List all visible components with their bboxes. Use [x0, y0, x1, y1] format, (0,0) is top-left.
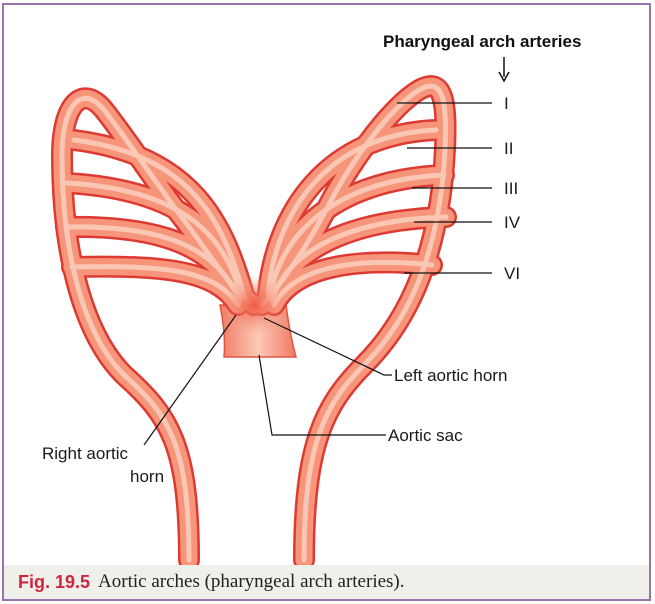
aortic-horn-junction — [222, 275, 286, 335]
aortic-sac-label: Aortic sac — [388, 426, 463, 445]
right-aortic-horn-label-line1: Right aortic — [42, 444, 128, 463]
arch-label-3: III — [504, 179, 518, 198]
left-aortic-horn-label: Left aortic horn — [394, 366, 507, 385]
arch-label-2: II — [504, 139, 513, 158]
figure-number: Fig. 19.5 — [18, 572, 90, 593]
arch-label-1: I — [504, 94, 509, 113]
arch-label-4: IV — [504, 213, 521, 232]
figure-frame: Pharyngeal arch arteries I II III IV VI … — [2, 3, 651, 601]
diagram-area: Pharyngeal arch arteries I II III IV VI … — [4, 5, 649, 565]
figure-caption: Fig. 19.5 Aortic arches (pharyngeal arch… — [4, 565, 649, 599]
right-aortic-horn-label-line2: horn — [130, 467, 164, 486]
down-arrow-icon — [499, 57, 509, 81]
arch-label-6: VI — [504, 264, 520, 283]
aortic-arches-diagram: Pharyngeal arch arteries I II III IV VI … — [4, 5, 649, 565]
right-aortic-horn-leader — [144, 315, 236, 445]
caption-text: Aortic arches (pharyngeal arch arteries)… — [98, 571, 404, 593]
diagram-header: Pharyngeal arch arteries — [383, 32, 581, 51]
